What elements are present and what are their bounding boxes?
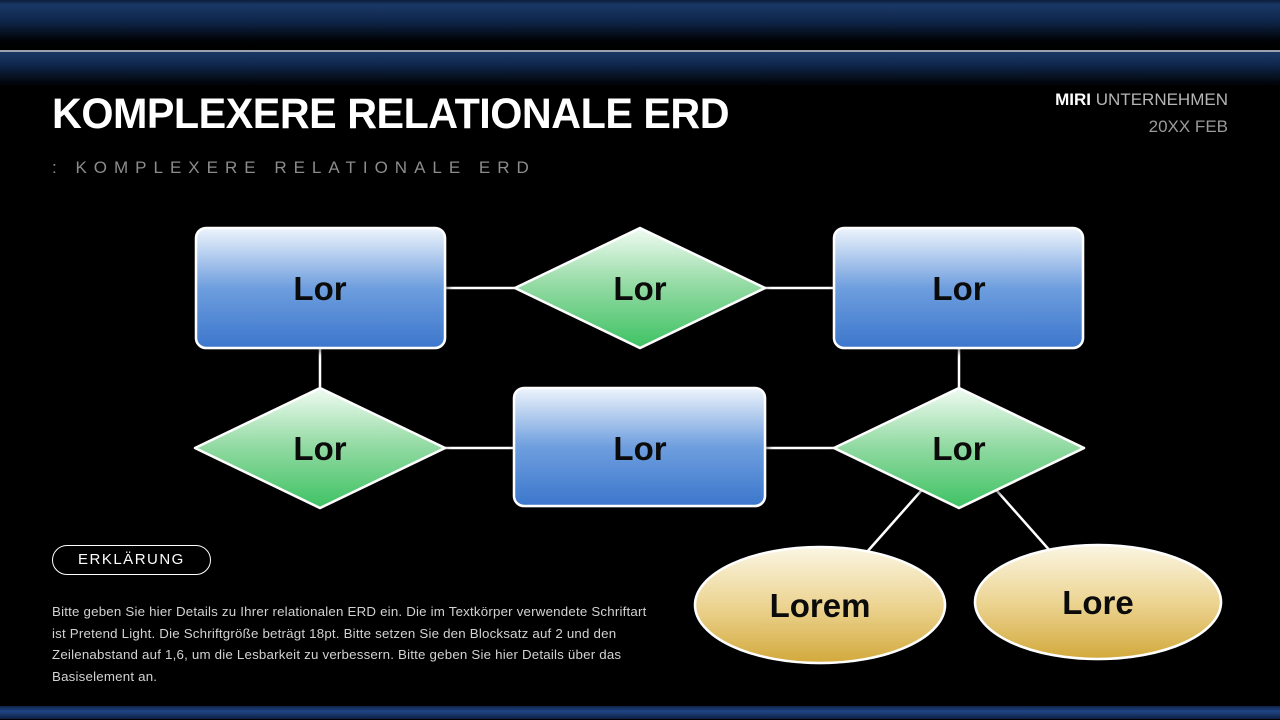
relationship-label: Lor [932,430,985,467]
bottom-accent-bar [0,706,1280,719]
entity-label: Lor [613,430,666,467]
relationship-label: Lor [613,270,666,307]
page-subtitle: : KOMPLEXERE RELATIONALE ERD [52,158,536,177]
entity-label: Lor [932,270,985,307]
attribute-node[interactable]: Lore [973,543,1223,661]
brand-suffix: UNTERNEHMEN [1095,90,1228,109]
page-title: KOMPLEXERE RELATIONALE ERD [52,90,730,138]
relationship-node[interactable]: Lor [832,386,1086,510]
brand-date: 20XX FEB [1148,117,1228,136]
relationship-node[interactable]: Lor [513,226,767,350]
brand-line: MIRI UNTERNEHMEN [1055,91,1228,108]
legend-badge: ERKLÄRUNG [52,545,211,575]
body-text: Bitte geben Sie hier Details zu Ihrer re… [52,604,647,684]
entity-label: Lor [293,270,346,307]
entity-node[interactable]: Lor [512,386,767,508]
relationship-node[interactable]: Lor [193,386,447,510]
relationship-label: Lor [293,430,346,467]
attribute-label: Lorem [770,587,871,624]
legend-label: ERKLÄRUNG [78,551,185,568]
brand-name: MIRI [1055,90,1092,109]
entity-node[interactable]: Lor [832,226,1085,350]
attribute-node[interactable]: Lorem [693,545,947,665]
attribute-label: Lore [1062,584,1134,621]
top-accent-bar [0,0,1280,48]
top-divider-line [0,50,1280,52]
entity-node[interactable]: Lor [194,226,447,350]
top-accent-bar-secondary [0,52,1280,86]
brand-block: MIRI UNTERNEHMEN 20XX FEB [1055,91,1228,135]
